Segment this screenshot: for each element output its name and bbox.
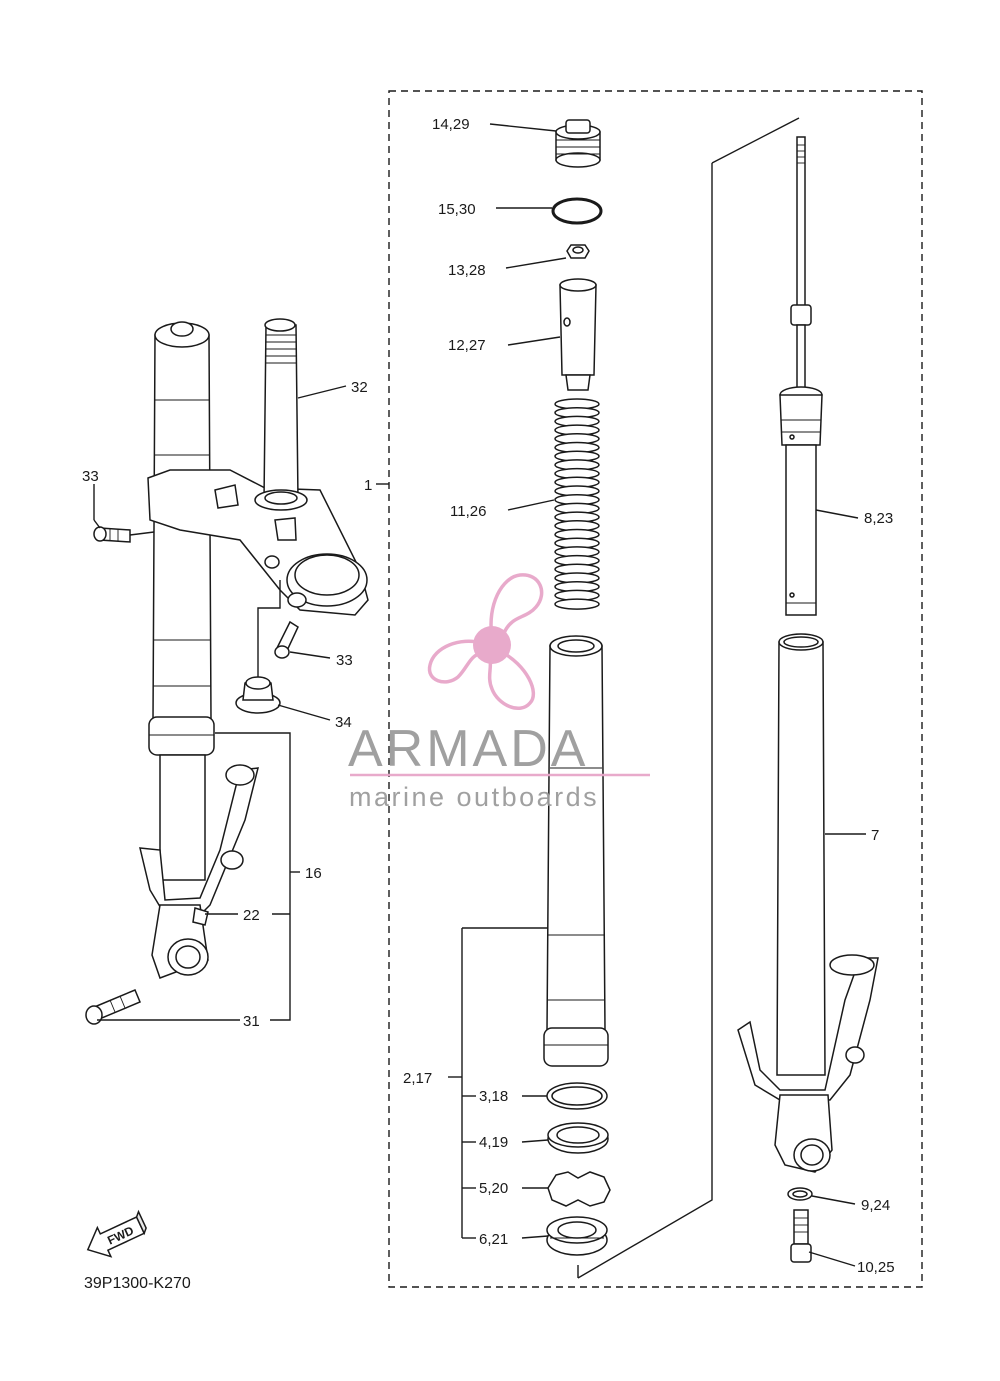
callout-31: 31 [243,1013,260,1030]
callout-15-30: 15,30 [438,201,476,218]
exploded-parts [543,119,879,1263]
fork-spring [554,398,600,610]
callout-4-19: 4,19 [479,1134,508,1151]
callout-32: 32 [351,379,368,396]
callout-5-20: 5,20 [479,1180,508,1197]
callout-22: 22 [243,907,260,924]
diagram-code: 39P1300-K270 [84,1275,191,1292]
callout-33-upper: 33 [82,468,99,485]
callout-7: 7 [871,827,879,844]
watermark-tagline: marine outboards [349,782,599,812]
spring-coil [554,598,600,610]
callout-11-26: 11,26 [450,503,486,520]
callout-16: 16 [305,865,322,882]
callout-1: 1 [364,477,372,494]
callout-10-25: 10,25 [857,1259,895,1276]
callout-34: 34 [335,714,352,731]
callout-9-24: 9,24 [861,1197,890,1214]
callout-12-27: 12,27 [448,337,486,354]
fwd-arrow-icon: FWD [86,1209,147,1258]
callout-3-18: 3,18 [479,1088,508,1105]
callout-6-21: 6,21 [479,1231,508,1248]
callout-2-17: 2,17 [403,1070,432,1087]
callout-33-lower: 33 [336,652,353,669]
watermark: ARMADA marine outboards [348,573,650,812]
callout-13-28: 13,28 [448,262,486,279]
exploded-view-frame [388,90,923,1288]
leader-lines [93,117,866,1279]
watermark-brand: ARMADA [348,720,588,778]
callout-8-23: 8,23 [864,510,893,527]
callout-14-29: 14,29 [432,116,470,133]
assembled-fork-leg [85,318,369,1025]
callout-labels: 14,29 15,30 13,28 12,27 11,26 1 2,17 3,1… [82,116,895,1276]
propeller-logo-icon [427,573,544,710]
